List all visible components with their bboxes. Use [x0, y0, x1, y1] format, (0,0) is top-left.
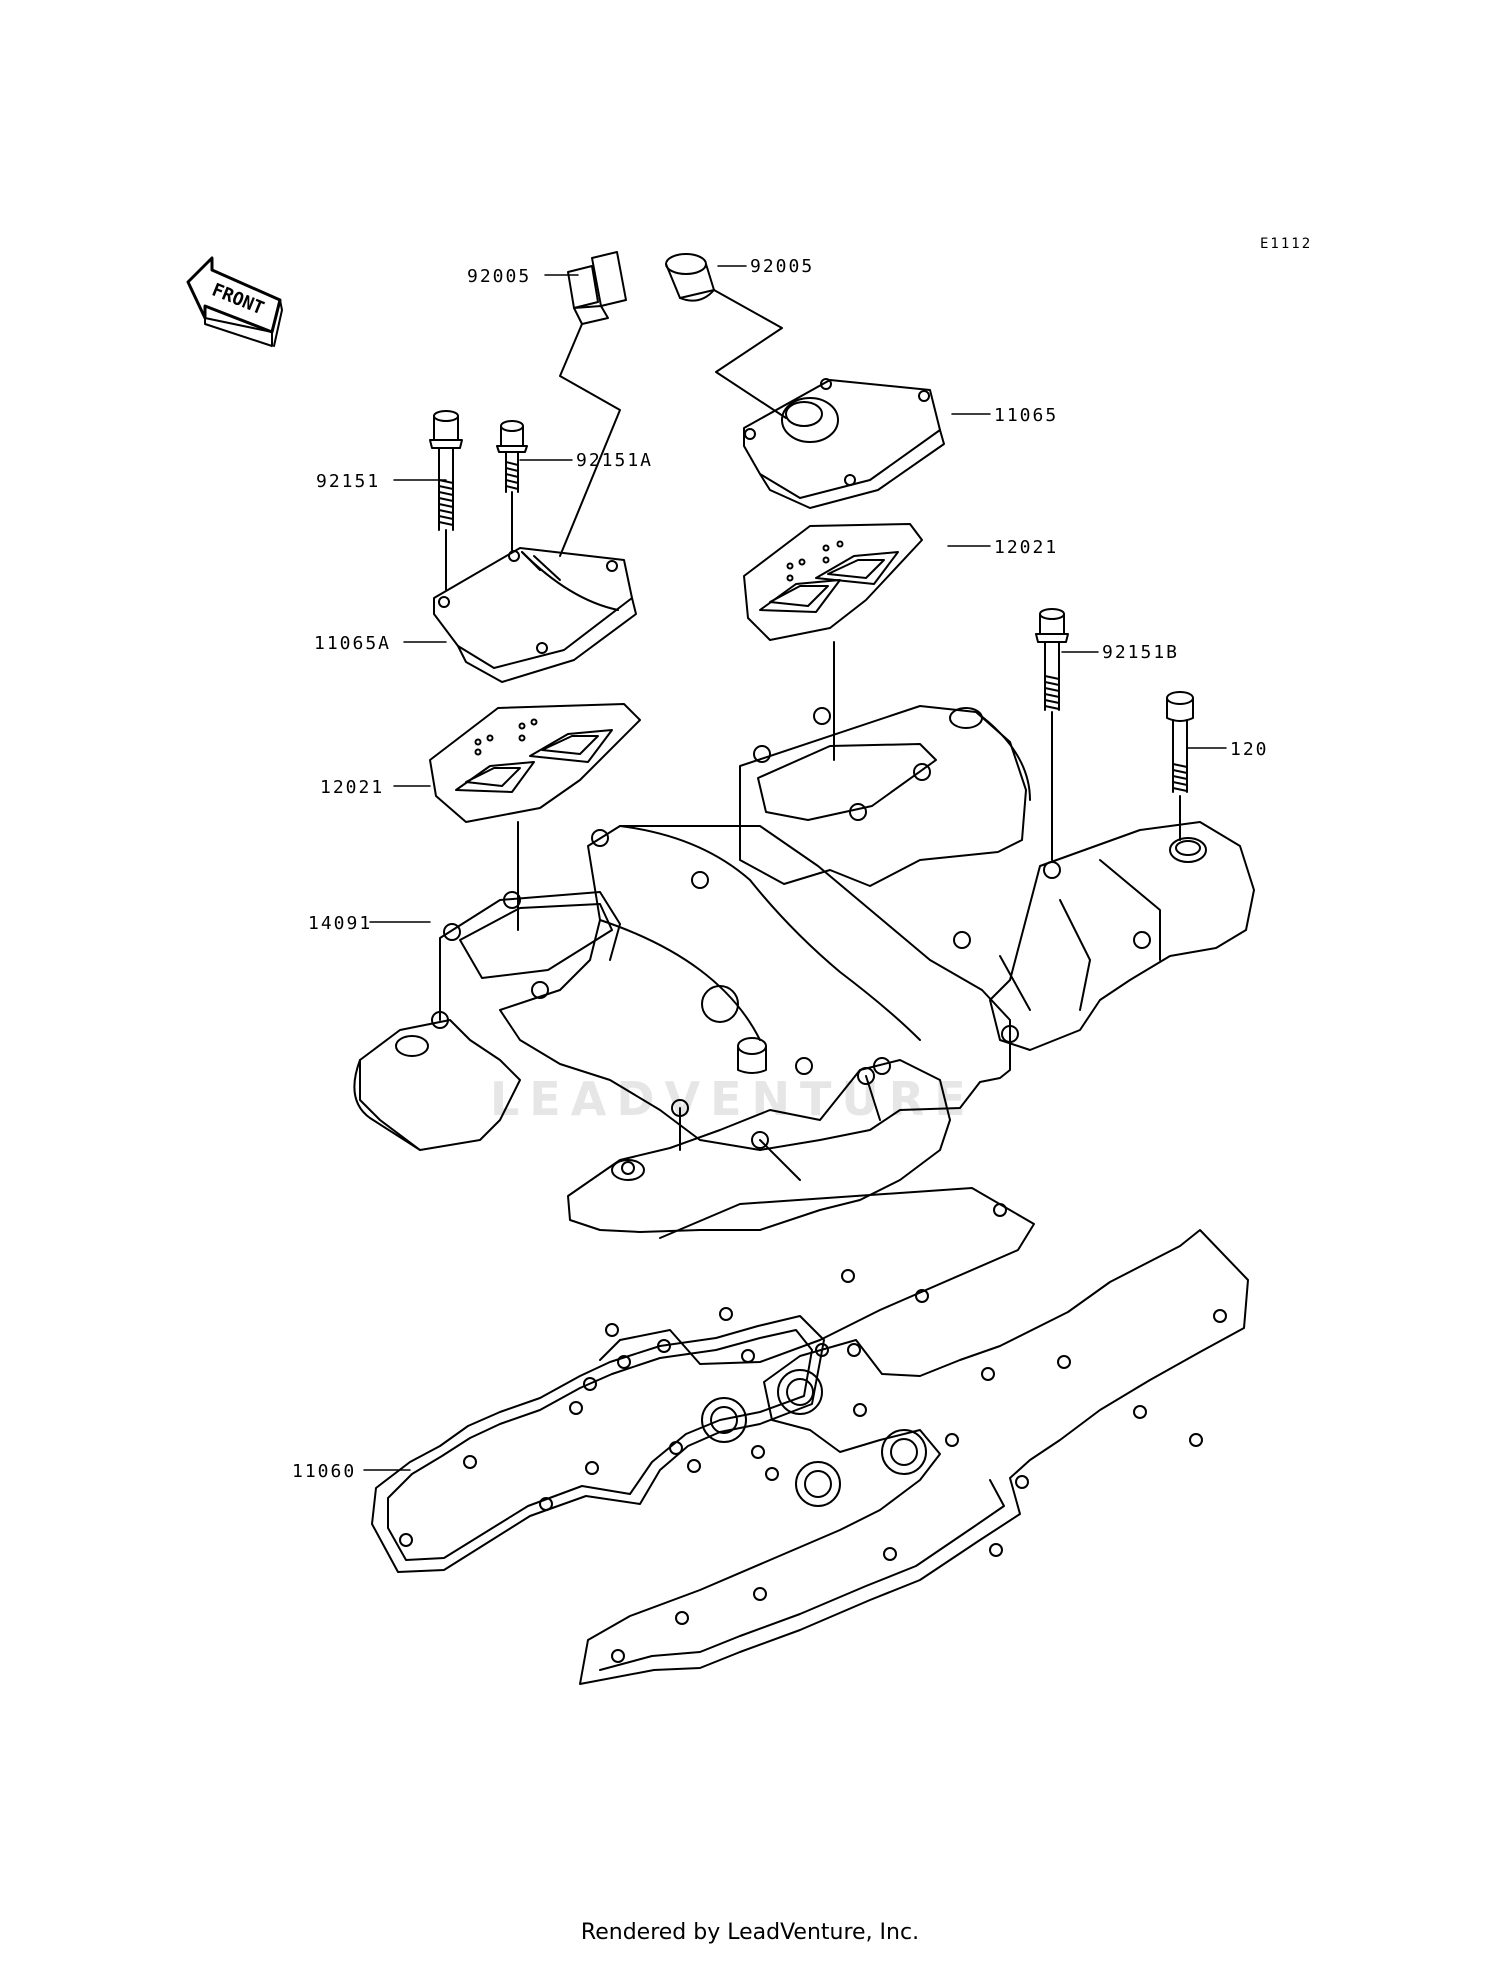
label-92151A: 92151A	[576, 450, 653, 471]
part-11065A-cover	[434, 548, 636, 682]
front-arrow-icon: FRONT	[188, 258, 282, 346]
label-12021-upper: 12021	[994, 537, 1058, 558]
label-92005-right: 92005	[750, 256, 814, 277]
part-12021-gasket-lower	[430, 704, 640, 930]
part-12021-gasket-upper	[744, 524, 922, 760]
label-14091: 14091	[308, 913, 372, 934]
label-11065A: 11065A	[314, 633, 391, 654]
label-92005-left: 92005	[467, 266, 531, 287]
label-120: 120	[1230, 739, 1269, 760]
part-11065-cover	[744, 379, 944, 508]
part-labels: 92005 92005 11065 92151 92151A 12021 110…	[292, 256, 1269, 1482]
part-92151B-bolt	[1036, 609, 1068, 860]
diagram-code: E1112	[1260, 236, 1312, 252]
part-120-bolt	[1167, 692, 1193, 840]
part-92005-left	[560, 252, 626, 556]
label-12021-lower: 12021	[320, 777, 384, 798]
leader-lines	[364, 266, 1226, 1470]
part-92151-bolt	[430, 411, 462, 590]
part-92151A-bolt	[497, 421, 527, 550]
watermark: LEADVENTURE	[490, 1072, 976, 1126]
label-11065: 11065	[994, 405, 1058, 426]
part-92005-right	[666, 254, 786, 418]
front-label: FRONT	[209, 280, 267, 320]
part-14091-head-cover	[354, 706, 1254, 1232]
label-11060: 11060	[292, 1461, 356, 1482]
label-92151B: 92151B	[1102, 642, 1179, 663]
label-92151: 92151	[316, 471, 380, 492]
footer-credit: Rendered by LeadVenture, Inc.	[580, 1920, 920, 1945]
part-11060-gaskets	[372, 1188, 1248, 1684]
